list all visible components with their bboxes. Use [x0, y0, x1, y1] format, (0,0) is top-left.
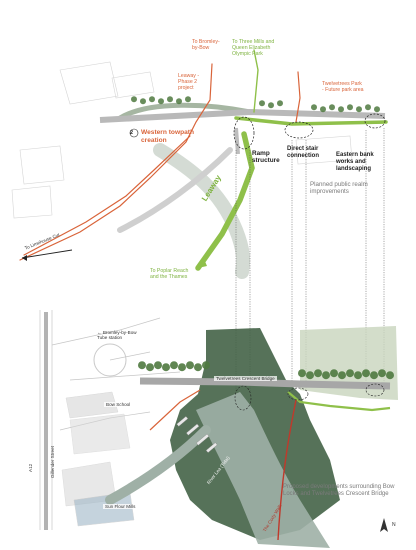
- building-outlines: [11, 61, 353, 219]
- road-corridor: [99, 108, 386, 123]
- top-right-tree: [374, 106, 380, 113]
- leaway-arrowhead: [198, 259, 207, 268]
- tree-edge: [117, 102, 253, 121]
- top-mid-tree: [268, 102, 274, 109]
- dashed-callouts: [233, 113, 386, 150]
- leaway-routes: [195, 49, 388, 271]
- caption: Proposed developments surrounding Bow Lo…: [283, 484, 395, 497]
- top-left-tree: [140, 98, 146, 105]
- tree-row-bottom: [138, 361, 394, 380]
- top-left-tree: [131, 96, 137, 103]
- label-western-towpath: Western towpath creation: [141, 129, 194, 144]
- bottom-left-tree: [170, 361, 178, 370]
- top-right-tree: [347, 104, 353, 111]
- bottom-left-tree: [202, 361, 210, 370]
- top-right-tree: [329, 104, 335, 111]
- bottom-right-tree: [362, 369, 370, 378]
- label-direct-stair: Direct stair connection: [287, 146, 320, 159]
- tree-row-top: [131, 96, 380, 113]
- label-ramp-structure: Ramp structure: [252, 150, 280, 165]
- bottom-left-tree: [154, 361, 162, 370]
- bottom-left-tree: [162, 363, 170, 372]
- lock-channel: [117, 147, 233, 233]
- label-gillender-street: Gillender Street: [50, 446, 55, 478]
- top-left-tree: [185, 96, 191, 103]
- top-right-tree: [338, 106, 344, 113]
- bottom-right-tree: [338, 371, 346, 380]
- project-badge-number: 2: [130, 130, 133, 136]
- dashed-callouts-bottom: [234, 383, 385, 411]
- top-right-tree: [365, 104, 371, 111]
- top-plan: [11, 49, 388, 279]
- bottom-right-tree: [370, 371, 378, 380]
- bottom-left-tree: [146, 363, 154, 372]
- bottom-left-tree: [138, 361, 146, 370]
- public-realm-area: [234, 127, 240, 155]
- river-channel: [153, 143, 251, 279]
- bottom-right-tree: [306, 371, 314, 380]
- label-leaway-phase: Leaway - Phase 2 project: [178, 73, 200, 91]
- top-left-tree: [167, 96, 173, 103]
- bottom-left-tree: [194, 363, 202, 372]
- label-sun-flour-mills: Sun Flour Mills: [103, 504, 138, 510]
- twelvetrees-crescent-bridge: [139, 377, 391, 390]
- bottom-right-tree: [378, 369, 386, 378]
- limehouse-arrowhead: [22, 255, 27, 261]
- cody-walk: [277, 399, 297, 541]
- top-right-tree: [311, 104, 317, 111]
- label-public-realm: Planned public realm improvements: [310, 181, 368, 196]
- bottom-right-tree: [346, 369, 354, 378]
- top-right-tree: [320, 106, 326, 113]
- label-a12: A12: [28, 463, 33, 472]
- bottom-right-tree: [330, 369, 338, 378]
- towpath-bottom: [149, 389, 201, 431]
- leaway-bottom: [287, 391, 391, 412]
- lock-channel-bottom: [105, 425, 211, 505]
- top-left-tree: [176, 98, 182, 105]
- river-lea: [196, 392, 330, 548]
- top-mid-tree: [277, 100, 283, 107]
- north-arrow-icon: [380, 518, 388, 532]
- label-eastern-bank: Eastern bank works and landscaping: [336, 152, 374, 172]
- bottom-plan: [39, 310, 398, 548]
- label-twelvetrees-park: Twelvetrees Park - Future park area: [322, 81, 364, 93]
- label-tube-station: ← Bromley-by-Bow Tube station: [97, 330, 137, 341]
- orange-routes: [19, 63, 301, 261]
- bottom-right-tree: [314, 369, 322, 378]
- label-bromley: To Bromley- by-Bow: [192, 39, 220, 51]
- label-poplar: To Poplar Reach and the Thames: [150, 268, 189, 280]
- bottom-right-tree: [322, 371, 330, 380]
- limehouse-arrow: [21, 249, 73, 259]
- label-bow-school: Bow School: [104, 402, 133, 408]
- bottom-right-tree: [298, 369, 306, 378]
- bottom-left-tree: [178, 363, 186, 372]
- north-label: N: [392, 522, 396, 528]
- label-three-mills: To Three Mills and Queen Elizabeth Olymp…: [232, 39, 275, 57]
- label-bridge: Twelvetrees Crescent Bridge: [214, 376, 277, 382]
- bottom-left-tree: [186, 361, 194, 370]
- top-left-tree: [149, 96, 155, 103]
- bottom-right-tree: [354, 371, 362, 380]
- top-left-tree: [158, 98, 164, 105]
- lock-boats: [176, 416, 218, 453]
- top-mid-tree: [259, 100, 265, 107]
- roundabout: [93, 343, 127, 377]
- top-right-tree: [356, 106, 362, 113]
- bottom-right-tree: [386, 371, 394, 380]
- project-badge: [129, 128, 139, 138]
